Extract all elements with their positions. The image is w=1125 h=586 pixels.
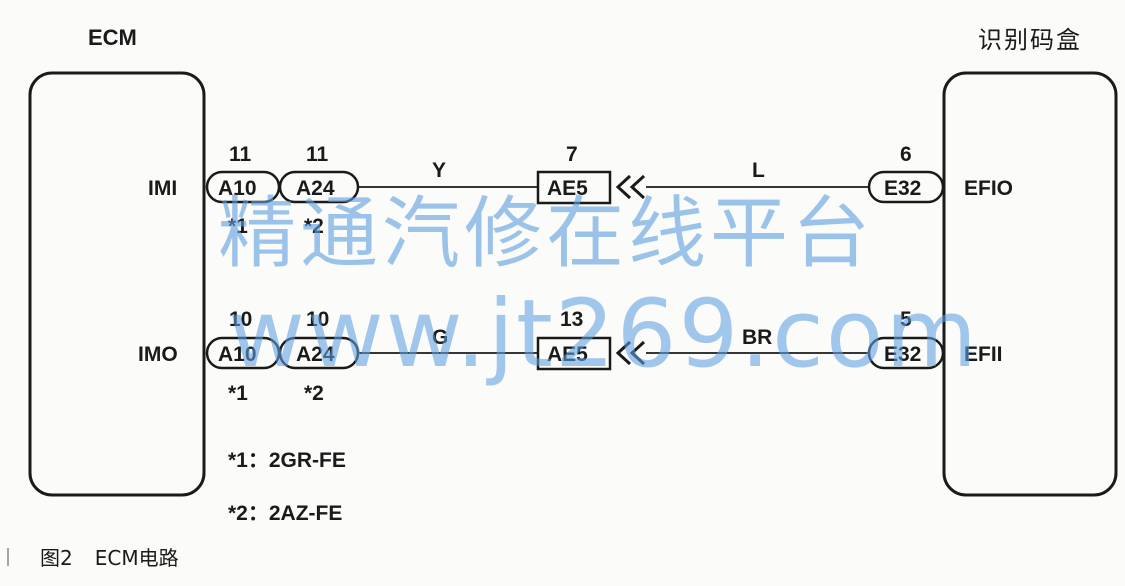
connector-a24-bottom (278, 336, 360, 370)
pin-number-ae5-top: 7 (566, 143, 578, 166)
watermark-text-cn: 精通汽修在线平台 (218, 189, 875, 279)
id-box-pin-efio: EFIO (964, 177, 1014, 200)
pin-number-ae5-bottom: 13 (560, 308, 584, 331)
connector-code-a24-bottom: A24 (296, 343, 335, 366)
connector-code-ae5-bottom: AE5 (547, 343, 588, 366)
wire-color-y: Y (432, 159, 447, 182)
pin-number-a10-bottom: 10 (229, 308, 253, 331)
note-marker-a24-top: *2 (304, 215, 324, 238)
figure-title: ECM电路 (94, 546, 179, 570)
connector-code-a10-top: A10 (218, 177, 257, 200)
plug-chevrons-bottom (615, 340, 646, 366)
ecm-pin-imo: IMO (138, 343, 178, 366)
connector-code-a10-bottom: A10 (218, 343, 257, 366)
wire-color-l: L (752, 159, 765, 182)
id-box-title: 识别码盒 (978, 26, 1082, 54)
id-box-pin-efii: EFII (964, 343, 1003, 366)
plug-chevrons-top (615, 174, 646, 200)
footnote-1: *1：2GR-FE (228, 449, 346, 472)
pin-number-e32-top: 6 (900, 143, 912, 166)
connector-a24-top (278, 170, 360, 204)
pin-number-a10-top: 11 (229, 143, 252, 166)
connector-code-e32-top: E32 (884, 177, 922, 200)
connector-code-a24-top: A24 (296, 177, 335, 200)
pin-number-a24-bottom: 10 (306, 308, 330, 331)
note-marker-a10-top: *1 (228, 215, 248, 238)
figure-caption: 图2 ECM电路 (40, 548, 179, 568)
connector-ae5-bottom (536, 336, 612, 371)
id-box (942, 71, 1118, 497)
connector-ae5-top (536, 170, 612, 205)
figure-number: 图2 (40, 546, 73, 570)
connector-code-ae5-top: AE5 (547, 177, 588, 200)
note-marker-a10-bottom: *1 (228, 382, 248, 405)
ecm-box (28, 71, 206, 497)
connector-e32-top (867, 170, 945, 204)
pin-number-e32-bottom: 5 (900, 308, 912, 331)
pin-number-a24-top: 11 (306, 143, 329, 166)
connector-code-e32-bottom: E32 (884, 343, 922, 366)
wire-color-br: BR (742, 326, 773, 349)
wire-color-g: G (432, 326, 449, 349)
note-marker-a24-bottom: *2 (304, 382, 324, 405)
footnote-2: *2：2AZ-FE (228, 502, 343, 525)
watermark-url: www.jt269.com (228, 280, 979, 389)
ecm-title: ECM (88, 25, 137, 50)
connector-e32-bottom (867, 336, 945, 370)
ecm-pin-imi: IMI (148, 177, 178, 200)
